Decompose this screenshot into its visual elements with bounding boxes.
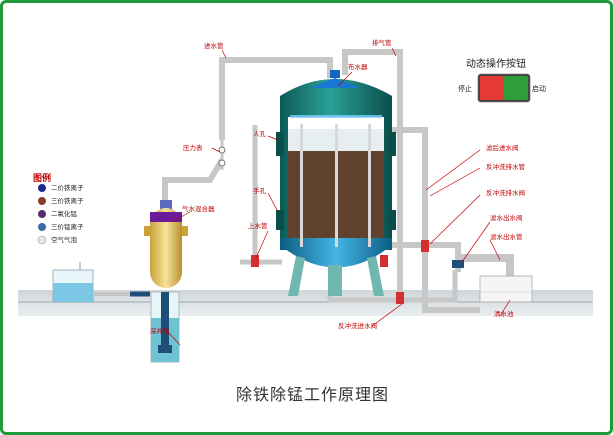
valve-backwash-inlet [396,292,404,304]
clear-water-pool-label: 清水池 [494,310,514,318]
stop-button[interactable] [480,76,504,100]
manhole [276,132,396,230]
legend-item-mn3: 三价锰离子 [51,223,84,231]
legend-item-ferrous: 二价铁离子 [51,184,84,192]
distributor-label: 布水器 [348,63,368,71]
deep-well [150,291,180,363]
inlet-pipe-label: 进水管 [204,42,224,50]
exhaust-pipe [342,49,403,296]
mixer-feed-pipe [162,158,225,200]
backwash-drain-valve-label: 反冲洗排水阀 [486,189,525,197]
leader-lines [167,47,511,346]
deep-well-label: 深井泵 [150,327,170,335]
diagram-title: 除铁除锰工作原理图 [236,385,390,404]
legend-item-air-bubble: 空气气泡 [51,236,77,244]
control-panel [477,73,531,103]
control-title: 动态操作按钮 [466,59,526,70]
inlet-pipe-top [219,57,333,140]
air-water-mixer [144,200,188,288]
valve-bottom [380,255,388,267]
backwash-inlet-valve-label: 反冲洗进水阀 [338,322,377,330]
stop-label: 停止 [458,85,472,93]
left-water-tank [52,262,150,303]
upper-water-pipe-label: 上水管 [248,222,268,230]
manhole-bottom-label: 手孔 [253,187,266,195]
manhole-top-label: 人孔 [253,130,266,138]
start-button[interactable] [504,76,528,100]
valve-filtered-outlet [421,240,429,252]
filtered-outlet-pipe-label: 滤水出水管 [490,233,523,241]
tank-legs [288,256,384,296]
backwash-drain-pipe-label: 反冲洗排水管 [486,163,525,171]
legend-item-ferric: 三价铁离子 [51,197,84,205]
legend-title: 图例 [33,174,52,184]
legend-icons [37,184,47,245]
pressure-gauge [218,140,226,170]
filter-tank [280,70,392,268]
filter-inlet-valve-label: 滤后进水阀 [486,144,519,152]
filtered-outlet-valve-label: 滤水出水阀 [490,214,523,222]
pressure-gauge-label: 压力表 [183,144,203,152]
right-side-pipe [392,127,480,313]
outlet-pipe-to-pool [455,254,514,276]
clear-water-pool [479,275,533,303]
start-label: 启动 [532,85,546,93]
air-water-mixer-label: 气水混合器 [182,205,215,213]
valve-upper-water [251,255,259,267]
valve-filtered-outlet-pipe [452,260,464,268]
exhaust-pipe-label: 排气管 [372,39,392,47]
legend-item-mno2: 二氧化锰 [51,210,77,218]
